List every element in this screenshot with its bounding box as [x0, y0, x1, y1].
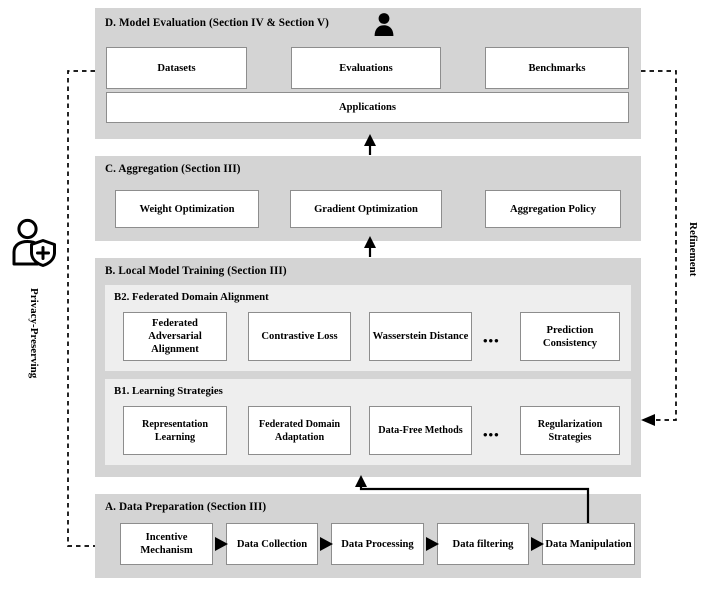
ellipsis-b2: ••• [483, 333, 500, 348]
box-federated-domain-adaptation[interactable]: Federated Domain Adaptation [248, 406, 351, 455]
box-prediction-consistency[interactable]: Prediction Consistency [520, 312, 620, 361]
box-benchmarks[interactable]: Benchmarks [485, 47, 629, 89]
section-data-preparation: A. Data Preparation (Section III) Incent… [95, 494, 641, 578]
box-applications[interactable]: Applications [106, 92, 629, 123]
refinement-label: Refinement [687, 222, 699, 277]
section-a-title: A. Data Preparation (Section III) [105, 501, 267, 513]
subpanel-b2-title: B2. Federated Domain Alignment [114, 291, 269, 303]
box-gradient-optimization[interactable]: Gradient Optimization [290, 190, 442, 228]
box-datasets[interactable]: Datasets [106, 47, 247, 89]
ellipsis-b1: ••• [483, 427, 500, 442]
section-aggregation: C. Aggregation (Section III) Weight Opti… [95, 156, 641, 241]
box-data-free-methods[interactable]: Data-Free Methods [369, 406, 472, 455]
box-data-manipulation[interactable]: Data Manipulation [542, 523, 635, 565]
subpanel-b1: B1. Learning Strategies Representation L… [105, 379, 631, 465]
box-regularization-strategies[interactable]: Regularization Strategies [520, 406, 620, 455]
section-model-evaluation: D. Model Evaluation (Section IV & Sectio… [95, 8, 641, 139]
box-representation-learning[interactable]: Representation Learning [123, 406, 227, 455]
box-wasserstein-distance[interactable]: Wasserstein Distance [369, 312, 472, 361]
user-shield-icon [10, 218, 58, 270]
section-d-title: D. Model Evaluation (Section IV & Sectio… [105, 17, 330, 29]
dashed-refinement-path [641, 70, 677, 426]
box-weight-optimization[interactable]: Weight Optimization [115, 190, 259, 228]
privacy-preserving-label: Privacy-Preserving [28, 288, 40, 379]
section-b-title: B. Local Model Training (Section III) [105, 265, 287, 277]
section-local-model-training: B. Local Model Training (Section III) B2… [95, 258, 641, 477]
section-c-title: C. Aggregation (Section III) [105, 163, 241, 175]
box-data-processing[interactable]: Data Processing [331, 523, 424, 565]
dashed-privacy-path [67, 70, 95, 547]
box-aggregation-policy[interactable]: Aggregation Policy [485, 190, 621, 228]
box-data-filtering[interactable]: Data filtering [437, 523, 529, 565]
box-evaluations[interactable]: Evaluations [291, 47, 441, 89]
user-person-icon [371, 11, 397, 37]
box-federated-adversarial-alignment[interactable]: Federated Adversarial Alignment [123, 312, 227, 361]
subpanel-b2: B2. Federated Domain Alignment Federated… [105, 285, 631, 371]
box-data-collection[interactable]: Data Collection [226, 523, 318, 565]
box-incentive-mechanism[interactable]: Incentive Mechanism [120, 523, 213, 565]
subpanel-b1-title: B1. Learning Strategies [114, 385, 223, 397]
box-contrastive-loss[interactable]: Contrastive Loss [248, 312, 351, 361]
